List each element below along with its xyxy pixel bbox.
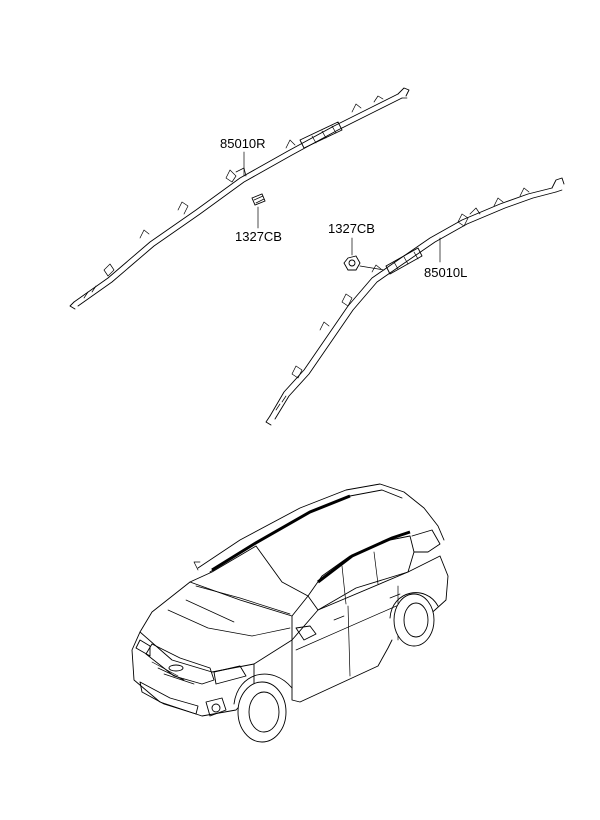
label-85010r: 85010R [220, 136, 266, 151]
left-clip[interactable] [343, 255, 361, 271]
leader-clip-to-airbag [359, 265, 385, 271]
label-1327cb-left: 1327CB [328, 221, 375, 236]
right-clip[interactable] [251, 193, 266, 206]
label-1327cb-right: 1327CB [235, 229, 282, 244]
right-curtain-airbag[interactable] [69, 87, 410, 310]
left-curtain-airbag[interactable] [265, 177, 565, 426]
vehicle-illustration [131, 483, 449, 743]
label-85010l: 85010L [424, 265, 467, 280]
